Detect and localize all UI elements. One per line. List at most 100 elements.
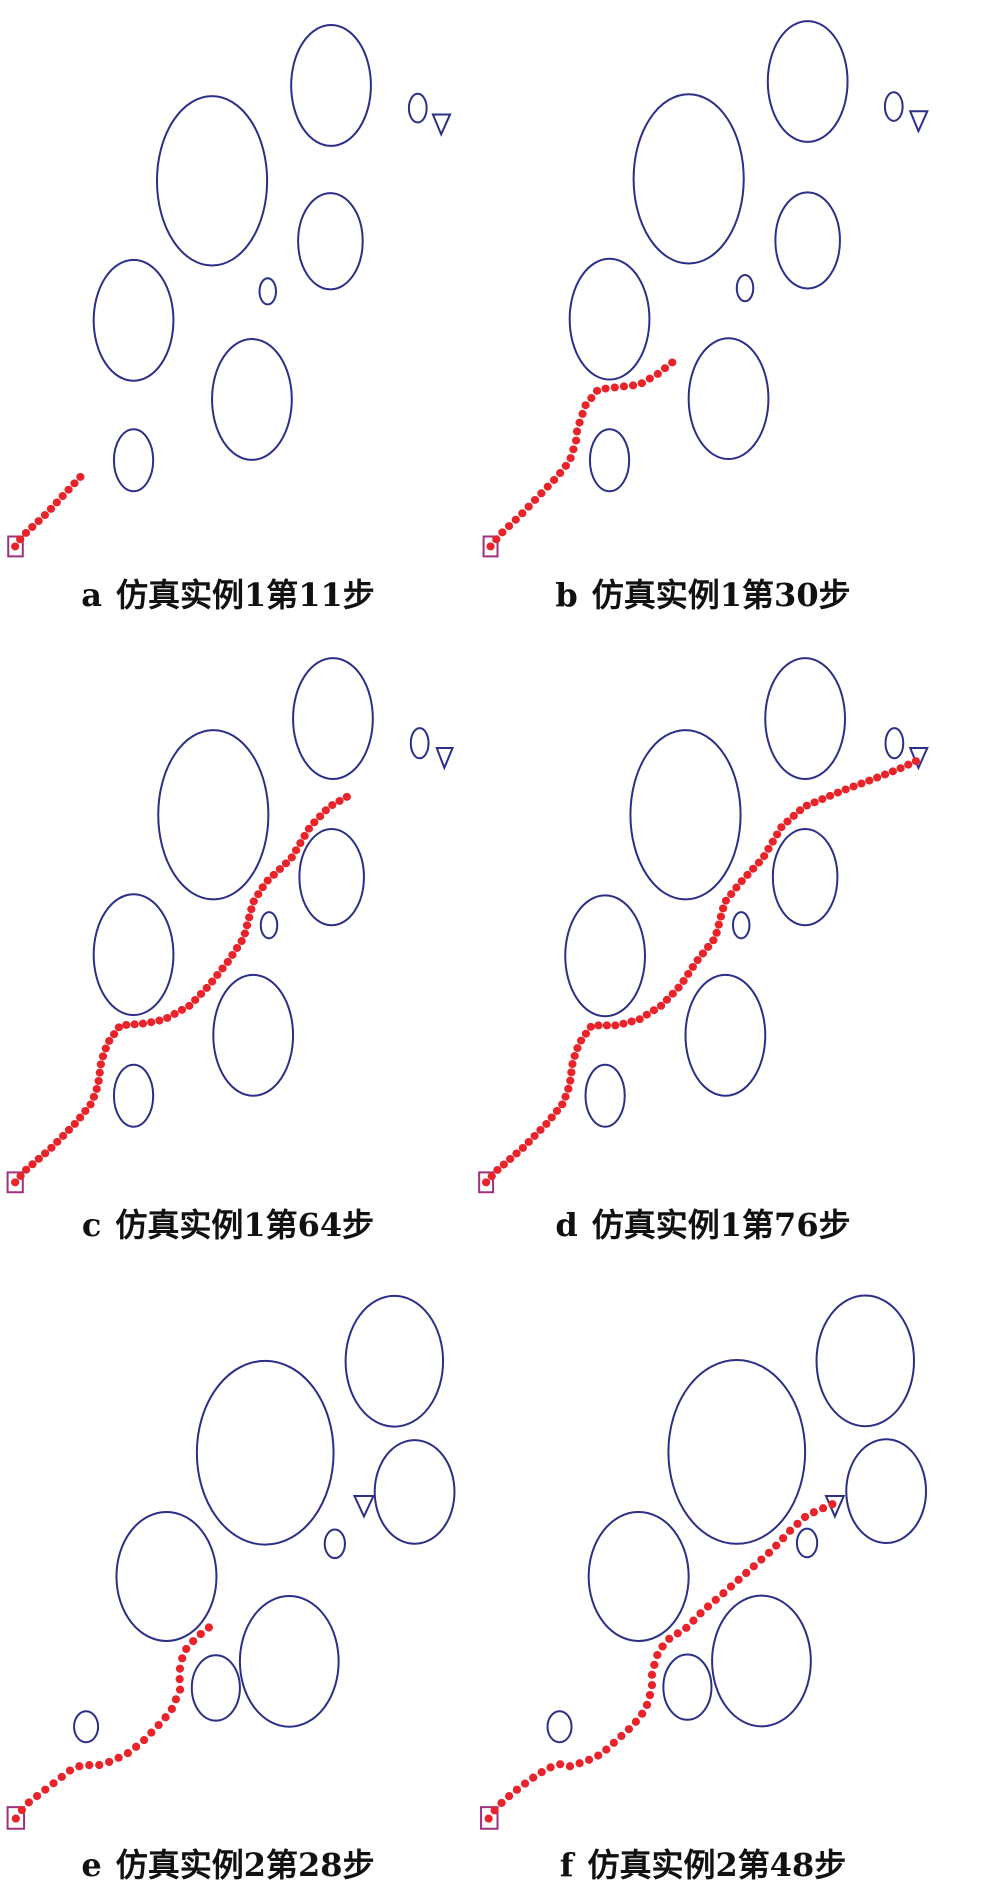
path-step-dot (96, 1060, 105, 1069)
path-step-dot (609, 1738, 618, 1747)
path-step-dot (520, 1779, 530, 1788)
path-step-dot (105, 1757, 114, 1767)
path-step-dot (28, 523, 37, 531)
obstacle-ellipse (325, 1530, 345, 1559)
path-step-dot (328, 801, 337, 810)
path-step-dot (880, 770, 890, 779)
path-step-dot (518, 1143, 527, 1152)
path-step-dot (679, 976, 688, 985)
row-1 (0, 0, 983, 620)
path-step-dot (202, 983, 211, 992)
path-step-dot (645, 1690, 655, 1700)
path-step-dot (296, 839, 305, 848)
path-step-dot (49, 1779, 58, 1788)
path-step-dot (764, 1548, 774, 1557)
row-3-plots (0, 1260, 983, 1897)
path-step-dot (291, 846, 301, 855)
path-step-dot (789, 811, 798, 820)
path-step-dot (16, 535, 25, 544)
path-step-dot (810, 798, 819, 807)
path-step-dot (70, 1119, 79, 1128)
path-step-dot (818, 795, 827, 804)
path-step-dot (546, 1763, 555, 1772)
obstacle-ellipse (712, 1596, 811, 1727)
path-step-dot (888, 767, 897, 776)
path-step-dot (65, 1766, 75, 1775)
path-step-dot (800, 1512, 810, 1522)
path-step-dot (58, 492, 67, 501)
path-step-dot (95, 1760, 104, 1770)
path-step-dot (718, 904, 728, 913)
path-step-dot (714, 920, 723, 929)
path-step-dot (213, 971, 222, 979)
path-step-dot (171, 1695, 181, 1704)
path-step-dot (619, 382, 629, 391)
path-step-dot (131, 1742, 141, 1751)
obstacle-ellipse (846, 1439, 926, 1543)
path-step-dot (191, 995, 200, 1004)
path-step-dot (64, 485, 73, 494)
path-step-dot (223, 957, 232, 966)
path-step-dot (310, 818, 319, 827)
path-step-dot (637, 379, 646, 388)
path-step-dot (524, 1137, 533, 1146)
path-step-dot (904, 760, 913, 769)
path-step-dot (86, 1100, 95, 1109)
path-step-dot (849, 782, 858, 791)
path-step-dot (749, 1562, 758, 1571)
path-step-dot (826, 791, 835, 800)
path-step-dot (726, 1582, 736, 1591)
path-step-dot (576, 1036, 586, 1045)
path-step-dot (109, 1030, 119, 1039)
path-step-dot (660, 364, 670, 373)
path-step-dot (602, 1745, 611, 1754)
path-step-dot (650, 1660, 659, 1669)
obstacle-ellipse (885, 92, 903, 121)
path-step-dot (611, 1021, 620, 1030)
path-step-dot (486, 542, 495, 551)
path-step-dot (662, 995, 672, 1004)
path-step-dot (175, 1685, 185, 1694)
path-step-dot (64, 1125, 74, 1134)
path-step-dot (47, 1143, 56, 1152)
path-step-dot (53, 1137, 62, 1146)
caption-text: 仿真实例2第48步 (587, 1846, 847, 1884)
path-step-dot (240, 929, 250, 938)
obstacle-ellipse (663, 1654, 711, 1719)
path-step-dot (665, 1634, 674, 1643)
obstacle-ellipse (192, 1655, 240, 1720)
path-step-dot (511, 515, 520, 524)
path-step-dot (764, 844, 773, 853)
path-step-dot (552, 1106, 562, 1115)
obstacle-ellipse (817, 1296, 914, 1427)
path-step-dot (543, 482, 552, 491)
obstacle-ellipse (74, 1711, 98, 1742)
path-step-dot (237, 937, 246, 945)
path-step-dot (263, 876, 272, 885)
path-step-dot (178, 1654, 187, 1663)
path-step-dot (658, 1642, 667, 1651)
obstacle-ellipse (686, 975, 766, 1096)
path-step-dot (698, 949, 708, 958)
path-step-dot (575, 1759, 584, 1768)
path-step-dot (105, 1036, 114, 1045)
path-step-dot (512, 1149, 521, 1158)
path-step-dot (581, 1029, 591, 1038)
path-step-dot (777, 823, 786, 832)
path-step-dot (499, 1160, 508, 1169)
path-step-dot (482, 1178, 491, 1187)
path-step-dot (70, 479, 79, 488)
path-step-dot (783, 817, 792, 826)
obstacle-ellipse (775, 192, 840, 288)
path-step-dot (684, 969, 693, 978)
obstacle-ellipse (886, 728, 904, 758)
path-step-dot (315, 812, 325, 821)
path-step-dot (727, 890, 736, 899)
path-step-dot (208, 977, 217, 986)
obstacle-ellipse (589, 1512, 689, 1641)
path-step-dot (547, 1113, 556, 1122)
path-step-dot (76, 1113, 85, 1122)
path-step-dot (147, 1018, 156, 1027)
path-step-dot (490, 1806, 499, 1815)
path-step-dot (228, 950, 237, 959)
